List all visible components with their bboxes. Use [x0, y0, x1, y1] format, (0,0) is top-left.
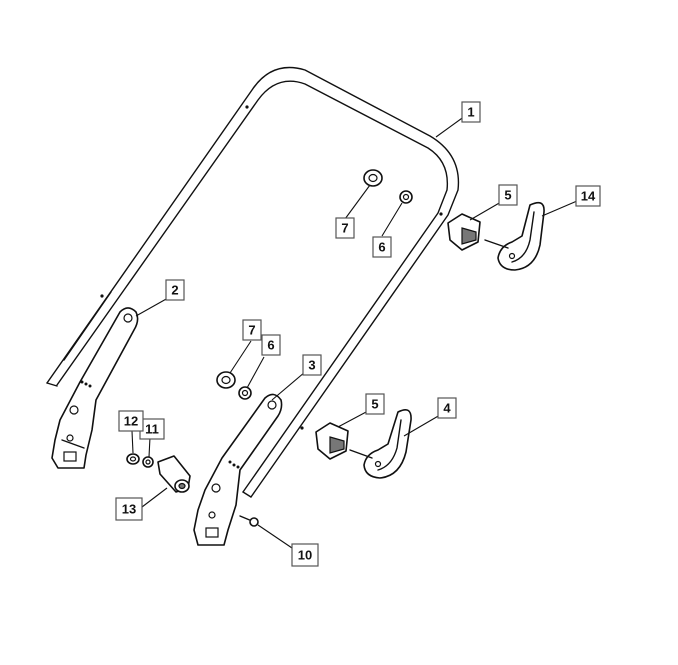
callout-11-label: 11	[145, 422, 159, 437]
callout-5-upper-label: 5	[504, 188, 511, 203]
clamp-lever-upper	[484, 201, 545, 271]
clamp-lever-lower	[349, 409, 412, 479]
washer	[142, 456, 154, 468]
cam-block-lower	[315, 422, 349, 460]
callout-7-upper-label: 7	[341, 221, 348, 236]
callout-3-label: 3	[308, 358, 315, 373]
cam-block-upper	[447, 213, 481, 251]
callout-6-upper: 6	[372, 236, 392, 258]
flange-nut-lower	[216, 371, 236, 389]
flange-nut-upper	[363, 169, 383, 187]
small-nut	[126, 453, 140, 465]
leader-lines	[131, 115, 578, 549]
callout-2-label: 2	[171, 283, 178, 298]
callout-4: 4	[437, 397, 457, 419]
callout-10: 10	[291, 543, 319, 567]
callout-3: 3	[302, 354, 322, 376]
callout-11: 11	[139, 418, 165, 440]
callout-6-upper-label: 6	[378, 240, 385, 255]
callout-4-label: 4	[443, 401, 451, 416]
callout-5-upper: 5	[498, 184, 518, 206]
callout-14-label: 14	[581, 189, 596, 204]
cable-guide	[157, 455, 191, 493]
callout-12: 12	[118, 410, 144, 432]
callout-6-lower-label: 6	[267, 338, 274, 353]
callout-5-lower-label: 5	[371, 397, 378, 412]
callout-10-label: 10	[298, 548, 312, 563]
left-lower-bracket	[51, 307, 139, 469]
callout-7-lower: 7	[242, 319, 262, 341]
callout-7-upper: 7	[335, 217, 355, 239]
callout-13-label: 13	[122, 502, 136, 517]
callout-13: 13	[115, 497, 143, 521]
callout-2: 2	[165, 279, 185, 301]
callout-14: 14	[575, 185, 601, 207]
nut-lower	[238, 386, 252, 400]
callout-5-lower: 5	[365, 393, 385, 415]
callout-7-lower-label: 7	[248, 323, 255, 338]
right-lower-bracket	[193, 393, 283, 546]
handle-tube	[46, 66, 460, 498]
nut-upper	[399, 190, 413, 204]
screw	[239, 515, 259, 527]
callout-1: 1	[461, 101, 481, 123]
callout-1-label: 1	[467, 105, 474, 120]
callout-12-label: 12	[124, 414, 138, 429]
callout-6-lower: 6	[261, 334, 281, 356]
